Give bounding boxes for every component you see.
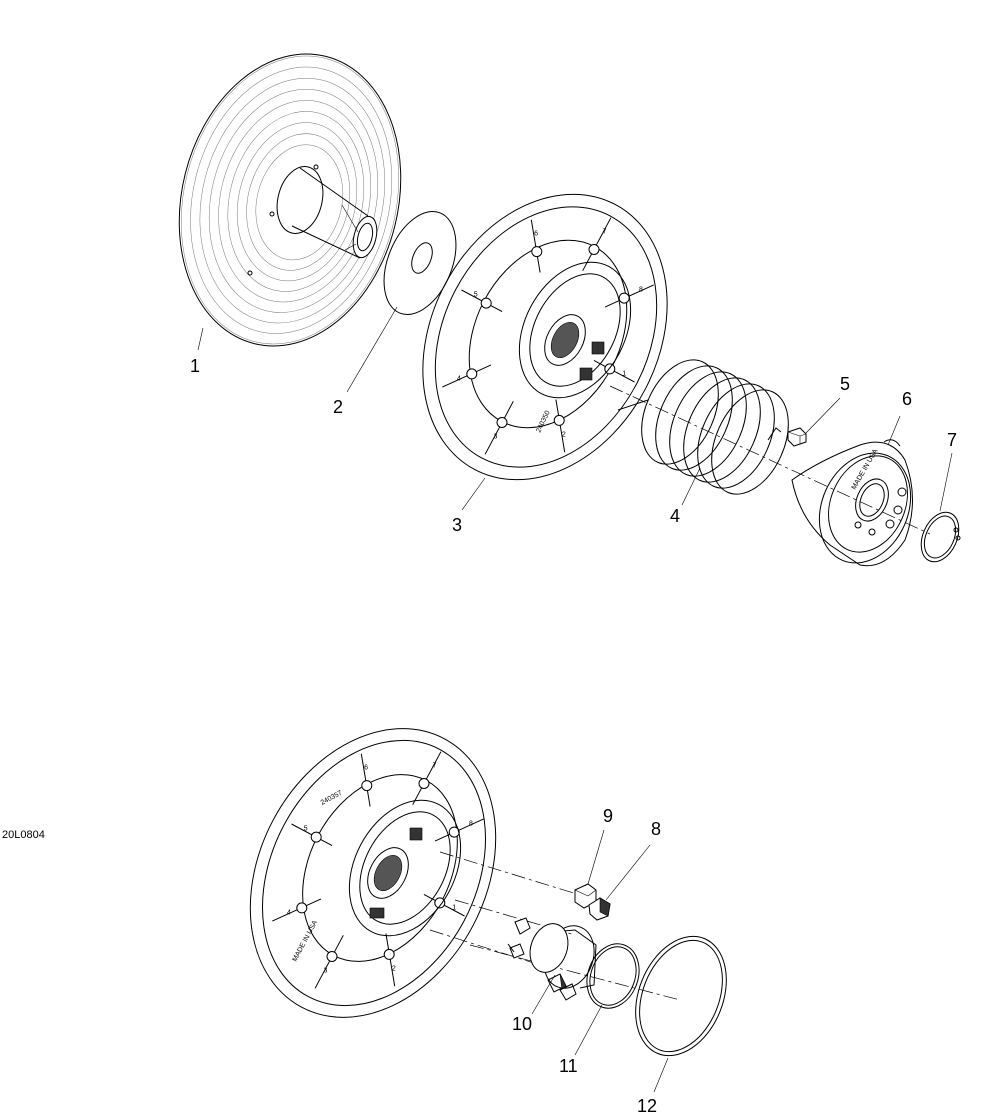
part-6-cam-cover: MADE IN USA [791,415,913,567]
ramp-bolt [466,368,478,380]
ramp-number: 2 [392,965,396,972]
ramp-number: 6 [534,231,538,238]
sheave-rib [412,751,442,805]
sheave-ring [236,122,358,282]
part-5-button [787,397,841,447]
callout-1: 1 [190,356,200,376]
callout-12: 12 [637,1096,657,1116]
ramp-bolt [326,951,338,962]
part-11-ring [574,943,640,1056]
ramp-bolt [418,778,430,789]
part-12-large-ring [635,935,727,1093]
part-3-movable-sheave: 1 2 3 4 5 6 7 8 240350 [422,193,668,511]
ramp-bolt [310,831,322,843]
spring-coil [683,377,761,483]
ramp-bolt [434,897,446,909]
spring-coil [669,371,747,477]
callout-3: 3 [452,515,462,535]
callout-6: 6 [902,389,912,409]
sheave-part-stamp: 240350 [535,410,551,434]
ramp-bolt [361,780,373,792]
spring-coil [641,359,719,465]
part-8-slider-shoe [588,844,651,921]
bottom-sheave-mark: MADE IN USA [292,919,320,963]
ramp-number: 8 [639,287,643,294]
callout-10: 10 [512,1014,532,1034]
callout-5: 5 [840,374,850,394]
ramp-number: 1 [622,370,626,377]
ramp-number: 1 [452,904,456,911]
spring-coil [711,389,789,495]
callout-4: 4 [670,506,680,526]
sheave-rib [314,935,344,989]
ramp-bolt [588,244,600,255]
part-7-circlip [920,452,961,563]
part-2-washer [346,211,457,393]
ramp-number: 3 [494,433,498,440]
part-9-slider [574,829,605,909]
part-1-fixed-sheave [178,53,402,351]
callout-8: 8 [651,819,661,839]
ramp-bolt [618,292,630,304]
ramp-number: 8 [469,821,473,828]
ramp-bolt [383,948,395,960]
ramp-number: 2 [562,431,566,438]
spring-coil [655,365,733,471]
spring-coil [697,383,775,489]
part-10-bushing [529,923,597,1015]
sheave-rib [360,753,371,807]
callout-2: 2 [333,397,343,417]
sheave-ring [246,133,351,271]
callout-11: 11 [559,1056,578,1076]
ramp-number: 4 [287,910,291,917]
sheave-rib [484,401,514,455]
sheave-ring [227,111,365,292]
ramp-number: 6 [364,765,368,772]
ramp-number: 7 [433,763,437,770]
ramp-number: 4 [457,376,461,383]
sheave-ring [190,66,393,334]
callout-7: 7 [947,430,957,450]
sheave-rib [385,933,396,987]
ramp-bolt [296,902,308,914]
ramp-number: 5 [304,826,308,833]
sheave-rib [434,818,484,842]
sheave-rib [555,399,566,453]
sheave-rib [272,898,322,922]
sheave-ring [218,100,372,303]
ramp-bolt [480,297,492,309]
ramp-number: 3 [324,967,328,974]
ramp-bolt [553,414,565,426]
sheave-ring [181,55,399,345]
ramp-bolt [531,246,543,258]
part-4-spring [617,359,789,506]
sheave-ring [199,77,386,324]
sheave-ring [255,144,344,261]
callout-9: 9 [603,806,613,826]
ramp-number: 7 [603,229,607,236]
sheave-rib [442,364,492,388]
ramp-number: 5 [474,292,478,299]
ramp-bolt [496,417,508,428]
drawing-code: 20L0804 [2,829,45,841]
sheave-rib [530,219,541,273]
sheave-ring [208,88,379,313]
